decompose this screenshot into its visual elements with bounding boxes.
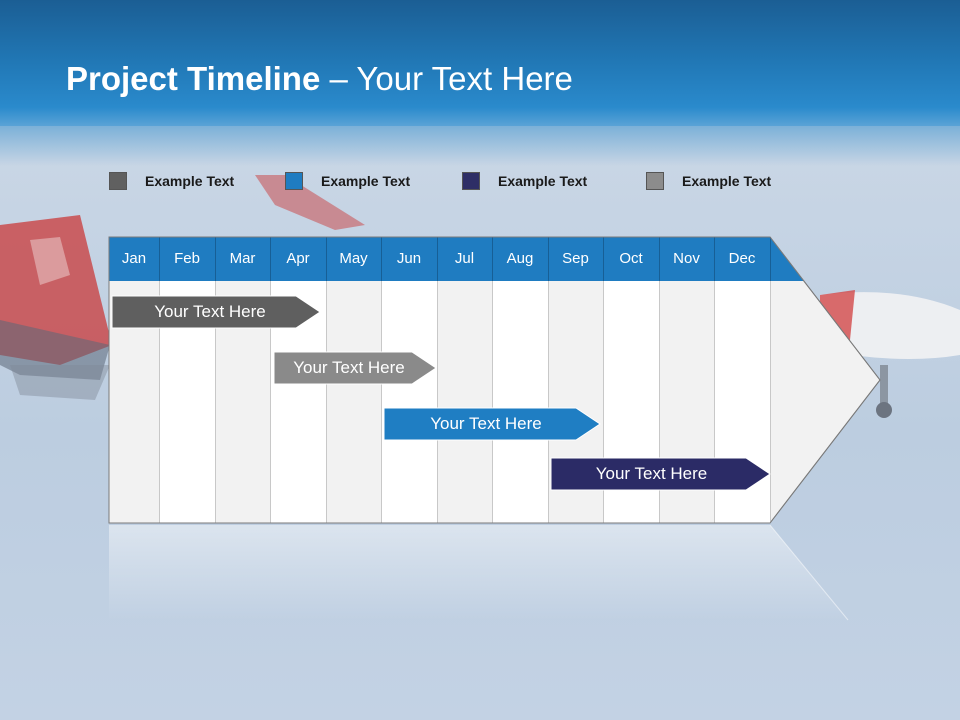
legend-item: Example Text <box>646 171 771 191</box>
legend-label: Example Text <box>321 173 411 189</box>
task-bar-2 <box>273 351 437 385</box>
month-label: Sep <box>562 250 589 267</box>
task-bar-label: Your Text Here <box>430 414 542 433</box>
task-bar-3 <box>383 407 601 441</box>
month-label: Jun <box>396 250 422 267</box>
month-label: Apr <box>286 250 310 267</box>
month-label: Dec <box>728 250 756 267</box>
task-bar-label: Your Text Here <box>154 302 266 321</box>
task-bar-4 <box>550 457 771 491</box>
airplane-tail-image <box>0 215 112 400</box>
legend-label: Example Text <box>145 173 235 189</box>
legend-label: Example Text <box>682 173 772 189</box>
month-label: Nov <box>673 250 700 267</box>
legend-swatch <box>462 172 480 190</box>
legend-label: Example Text <box>498 173 588 189</box>
legend-swatch <box>109 172 127 190</box>
month-label: Mar <box>229 250 256 267</box>
task-bar-label: Your Text Here <box>293 358 405 377</box>
month-label: Jul <box>454 250 475 267</box>
title-banner <box>0 0 960 126</box>
airplane-wing-image <box>255 175 365 230</box>
legend-swatch <box>646 172 664 190</box>
month-header-band <box>109 237 804 281</box>
legend-swatch <box>285 172 303 190</box>
banner-fade <box>0 126 960 166</box>
legend-item: Example Text <box>109 171 234 191</box>
task-bar-label: Your Text Here <box>595 464 708 483</box>
title-bold: Project Timeline <box>66 60 321 97</box>
airplane-body-image <box>820 290 960 418</box>
title-rest: – Your Text Here <box>320 60 573 97</box>
month-label: May <box>339 250 368 267</box>
task-bar-1 <box>111 295 321 329</box>
month-label: Feb <box>174 250 200 267</box>
legend-item: Example Text <box>462 171 587 191</box>
legend-item: Example Text <box>285 171 410 191</box>
month-label: Aug <box>506 250 534 267</box>
month-label: Jan <box>121 250 147 267</box>
month-label: Oct <box>619 250 643 267</box>
timeline-reflection <box>109 525 848 620</box>
page-title: Project Timeline – Your Text Here <box>66 60 573 98</box>
